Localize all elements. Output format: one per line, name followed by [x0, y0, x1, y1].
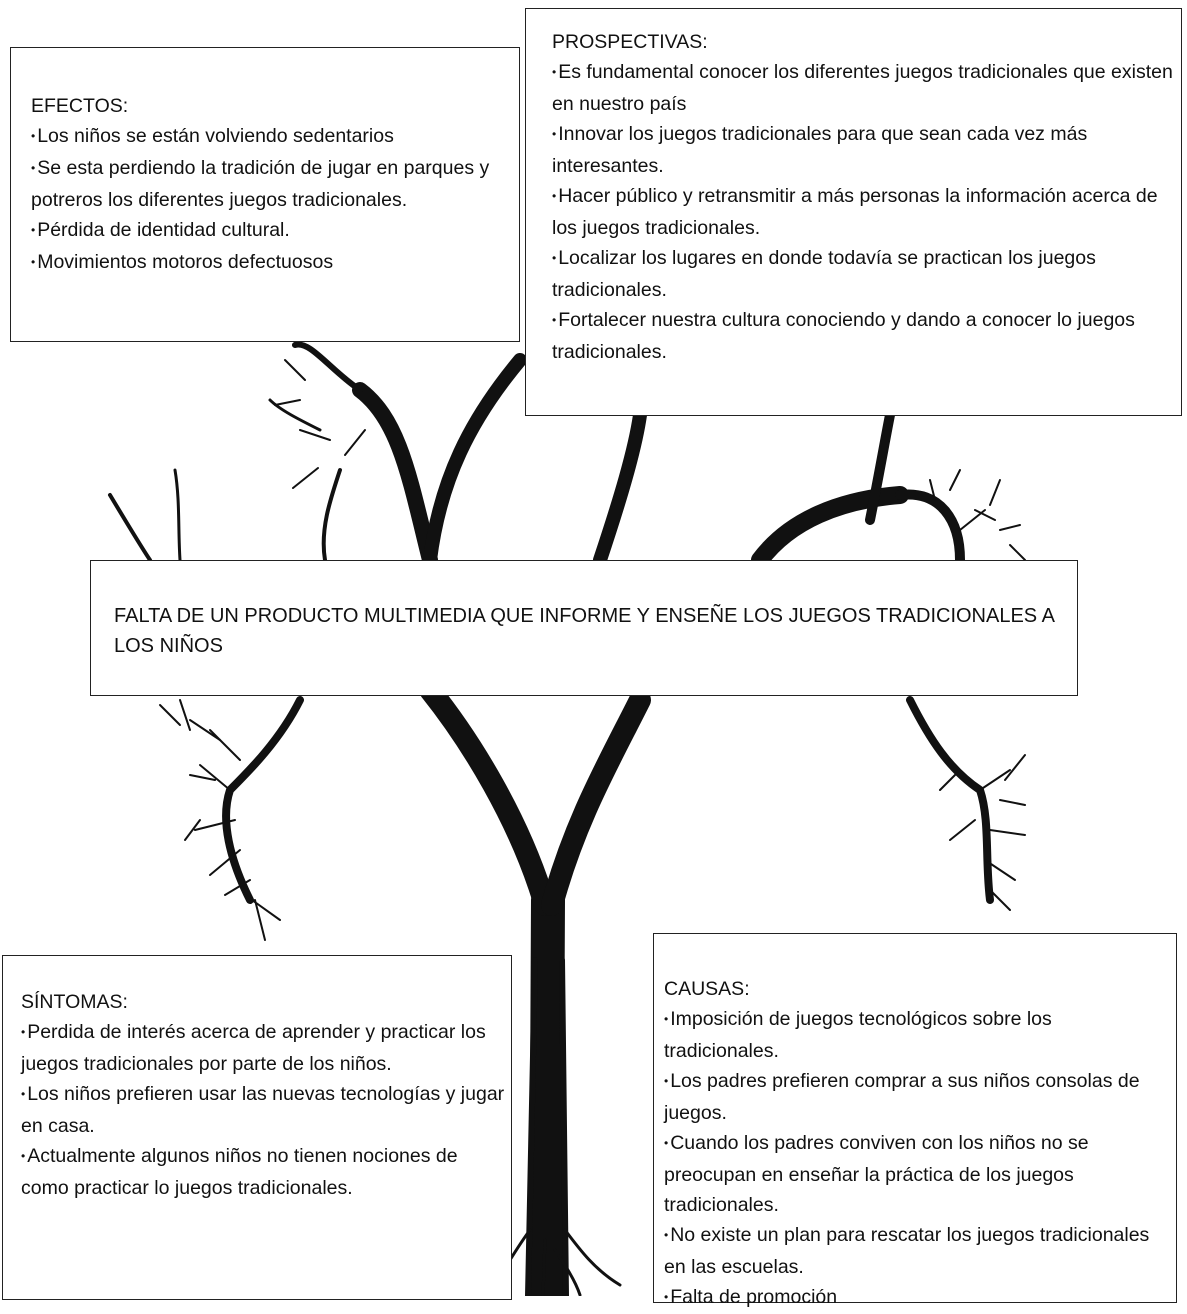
left-limb [430, 690, 545, 905]
list-item: Los niños se están volviendo sedentarios [31, 121, 509, 153]
prospectivas-list: Es fundamental conocer los diferentes ju… [552, 57, 1175, 367]
list-item: Movimientos motoros defectuosos [31, 247, 509, 279]
prospectivas-box: PROSPECTIVAS: Es fundamental conocer los… [525, 8, 1182, 416]
right-limb [552, 700, 640, 905]
sintomas-box: SÍNTOMAS: Perdida de interés acerca de a… [2, 955, 512, 1300]
efectos-list: Los niños se están volviendo sedentarios… [31, 121, 509, 279]
list-item: Pérdida de identidad cultural. [31, 215, 509, 247]
list-item: Es fundamental conocer los diferentes ju… [552, 57, 1175, 119]
list-item: Cuando los padres conviven con los niños… [664, 1128, 1170, 1220]
list-item: Los niños prefieren usar las nuevas tecn… [21, 1079, 505, 1141]
list-item: Localizar los lugares en donde todavía s… [552, 243, 1175, 305]
sintomas-list: Perdida de interés acerca de aprender y … [21, 1017, 505, 1203]
efectos-title: EFECTOS: [31, 91, 509, 121]
list-item: Fortalecer nuestra cultura conociendo y … [552, 305, 1175, 367]
central-problem-text: FALTA DE UN PRODUCTO MULTIMEDIA QUE INFO… [114, 605, 1054, 657]
trunk [546, 900, 548, 1296]
central-problem-box: FALTA DE UN PRODUCTO MULTIMEDIA QUE INFO… [90, 560, 1078, 696]
list-item: Falta de promoción [664, 1282, 1170, 1314]
list-item: Imposición de juegos tecnológicos sobre … [664, 1004, 1170, 1066]
causas-title: CAUSAS: [664, 974, 1170, 1004]
list-item: Hacer público y retransmitir a más perso… [552, 181, 1175, 243]
prospectivas-title: PROSPECTIVAS: [552, 27, 1175, 57]
list-item: Se esta perdiendo la tradición de jugar … [31, 153, 509, 215]
list-item: Innovar los juegos tradicionales para qu… [552, 119, 1175, 181]
sintomas-title: SÍNTOMAS: [21, 987, 505, 1017]
list-item: Actualmente algunos niños no tienen noci… [21, 1141, 505, 1203]
list-item: No existe un plan para rescatar los jueg… [664, 1220, 1170, 1282]
causas-box: CAUSAS: Imposición de juegos tecnológico… [653, 933, 1177, 1303]
causas-list: Imposición de juegos tecnológicos sobre … [664, 1004, 1170, 1314]
list-item: Perdida de interés acerca de aprender y … [21, 1017, 505, 1079]
efectos-box: EFECTOS: Los niños se están volviendo se… [10, 47, 520, 342]
list-item: Los padres prefieren comprar a sus niños… [664, 1066, 1170, 1128]
